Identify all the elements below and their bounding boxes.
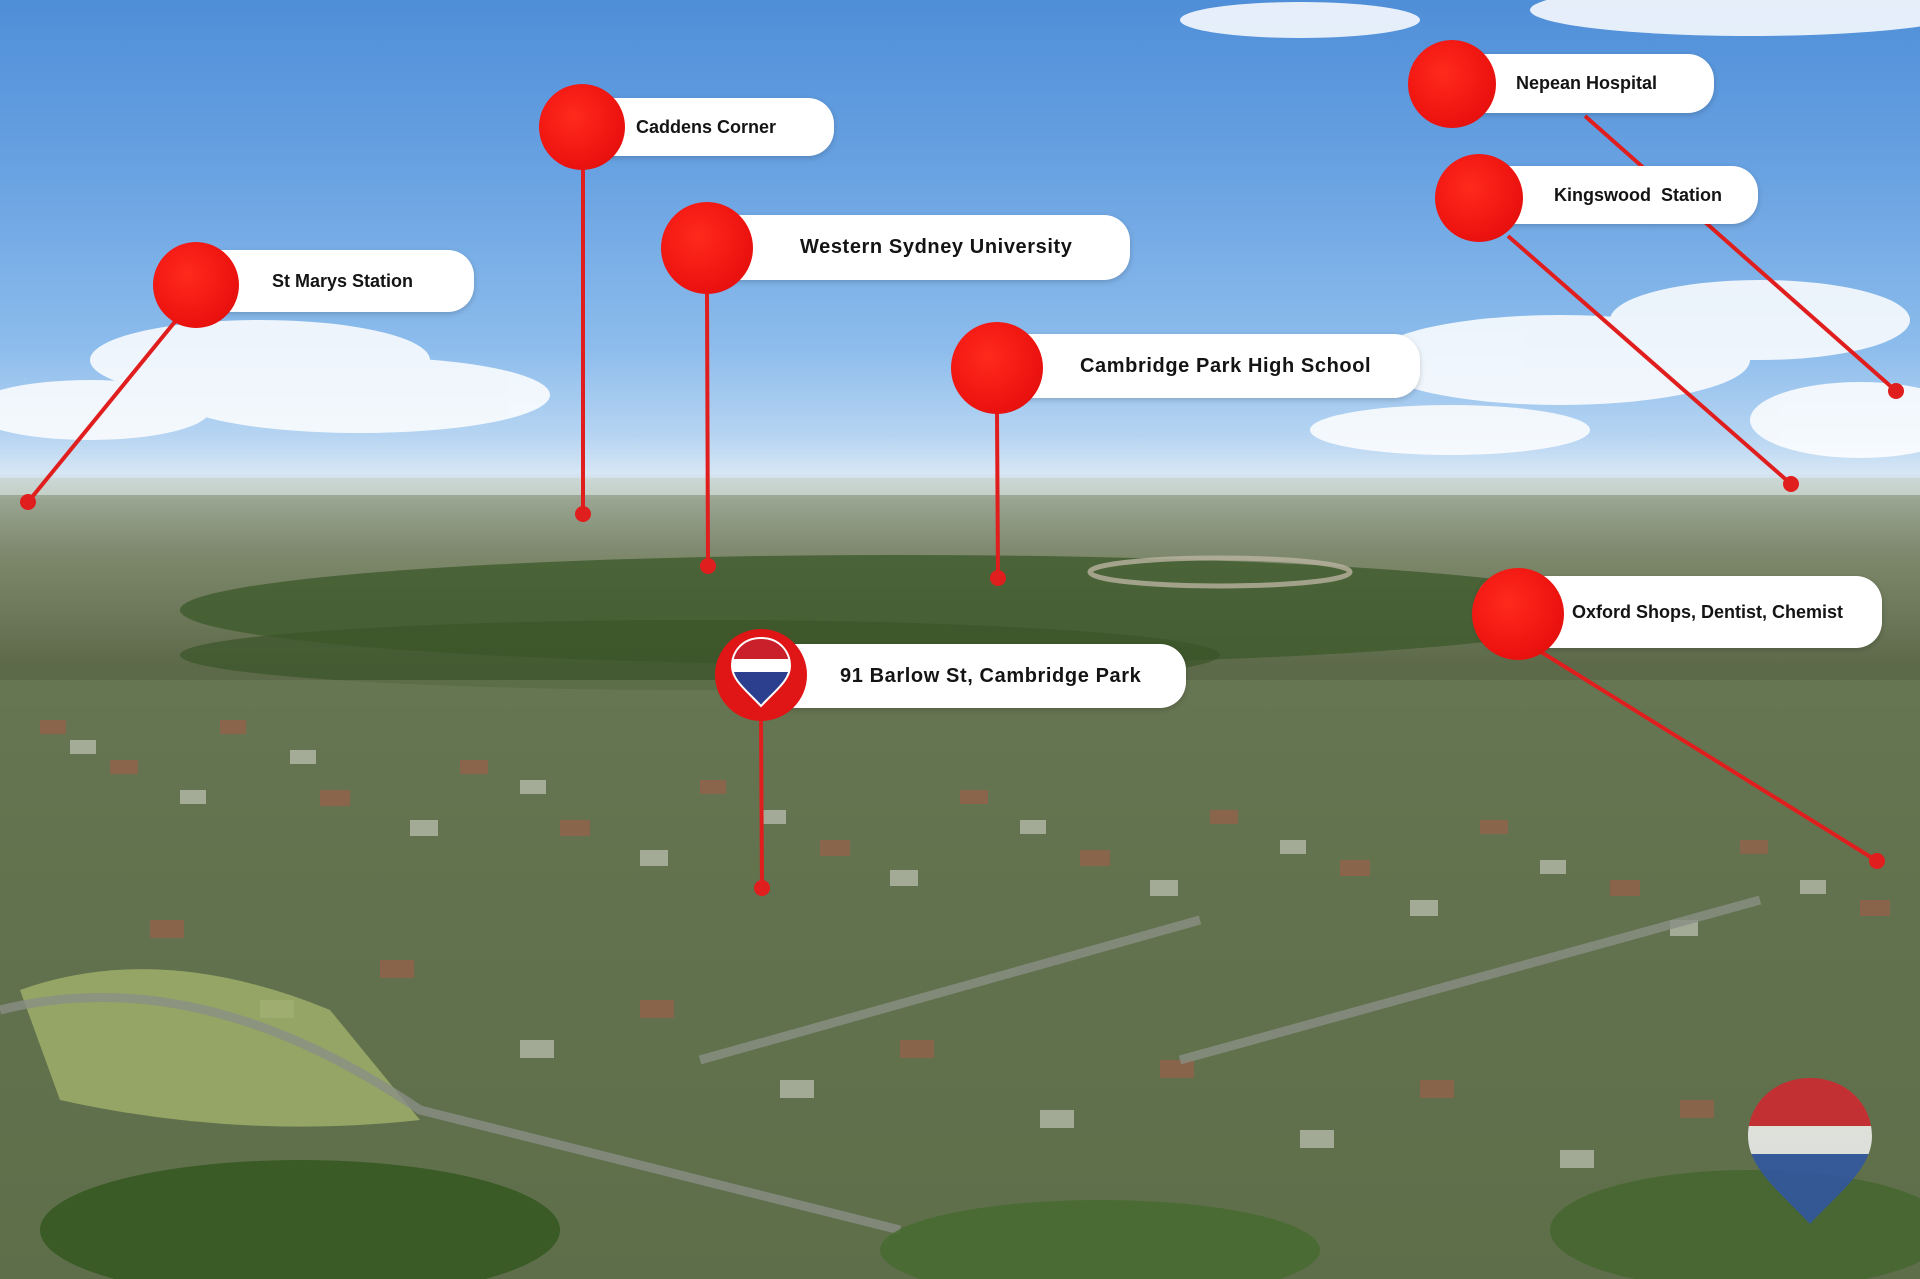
connector-property	[759, 719, 764, 889]
connector-oxford-endpoint	[1869, 853, 1885, 869]
label-st-marys-station[interactable]: St Marys Station	[188, 250, 474, 312]
property-pin-icon[interactable]	[714, 628, 808, 722]
marker-cambridge-high-icon[interactable]	[951, 322, 1043, 414]
flag-pin-watermark-icon	[1740, 1070, 1880, 1230]
label-text: Western Sydney University	[800, 236, 1073, 258]
connector-wsu-endpoint	[700, 558, 716, 574]
connector-nepean	[1583, 114, 1898, 393]
label-cambridge-park-high-school[interactable]: Cambridge Park High School	[964, 334, 1420, 398]
label-text: 91 Barlow St, Cambridge Park	[840, 664, 1142, 687]
connector-cambridge-high	[995, 411, 1000, 579]
connector-cambridge-high-endpoint	[990, 570, 1006, 586]
connector-wsu	[705, 291, 710, 567]
label-text: Nepean Hospital	[1516, 73, 1658, 93]
connector-nepean-endpoint	[1888, 383, 1904, 399]
label-text: St Marys Station	[272, 270, 414, 291]
marker-caddens-icon[interactable]	[539, 84, 625, 170]
marker-wsu-icon[interactable]	[661, 202, 753, 294]
connector-property-endpoint	[754, 880, 770, 896]
label-text: Kingswood Station	[1554, 184, 1722, 205]
connector-kingswood	[1506, 234, 1793, 486]
marker-st-marys-icon[interactable]	[153, 242, 239, 328]
marker-kingswood-icon[interactable]	[1435, 154, 1523, 242]
label-text: Caddens Corner	[636, 116, 777, 137]
flag-pin-icon	[715, 629, 807, 721]
marker-nepean-icon[interactable]	[1408, 40, 1496, 128]
connector-kingswood-endpoint	[1783, 476, 1799, 492]
label-property-address[interactable]: 91 Barlow St, Cambridge Park	[744, 644, 1186, 708]
label-text: Oxford Shops, Dentist, Chemist	[1572, 601, 1844, 622]
marker-oxford-icon[interactable]	[1472, 568, 1564, 660]
label-western-sydney-university[interactable]: Western Sydney University	[684, 215, 1130, 280]
connector-st-marys	[26, 316, 180, 504]
connector-caddens-endpoint	[575, 506, 591, 522]
connector-st-marys-endpoint	[20, 494, 36, 510]
connector-oxford	[1536, 648, 1879, 863]
label-text: Cambridge Park High School	[1080, 354, 1372, 377]
